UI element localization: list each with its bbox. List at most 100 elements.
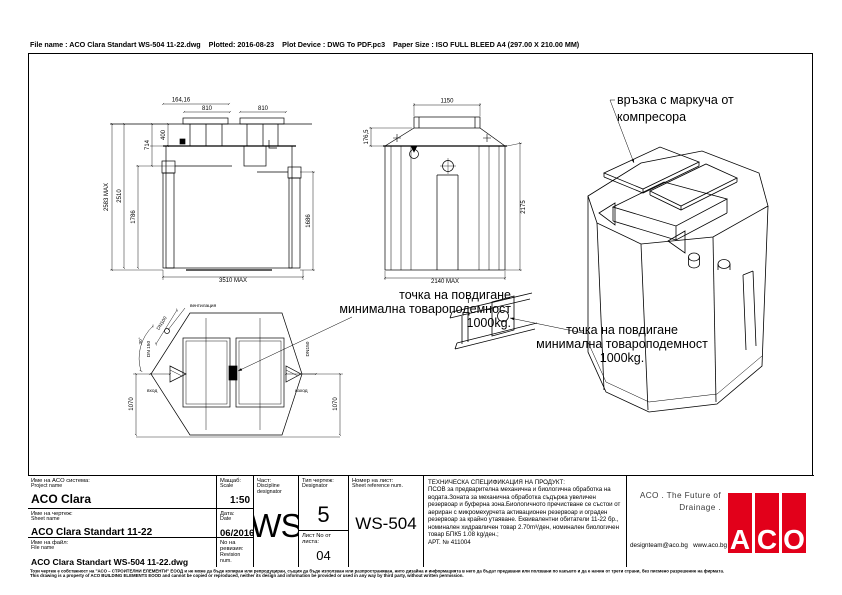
discipline-label-bg: Част: — [257, 478, 272, 484]
dim-riser: 400 — [161, 129, 167, 140]
aco-logo-bar — [782, 493, 806, 553]
revision-label-en: Revision num. — [220, 551, 241, 564]
type-cell: Тип чертеж: Designator 5 — [298, 475, 348, 530]
lift-right-line3: 1000kg. — [600, 351, 644, 365]
file-label-bg: Име на файл: — [31, 540, 69, 546]
isometric-view: връзка с маркуча от компресора — [587, 93, 769, 413]
lift-right-leader-line — [509, 317, 589, 335]
sheet-no-value: 04 — [316, 547, 331, 563]
scale-value: 1:50 — [229, 495, 250, 507]
lift-plate — [491, 295, 515, 337]
front-view: 2583 MAX 2510 1786 714 400 1686 3510 MAX… — [104, 98, 315, 284]
plan-dim-right: 1070 — [333, 397, 339, 411]
compressor-leader-line — [609, 99, 635, 164]
inlet-dn150-label: DN 150 — [146, 341, 152, 358]
lift-hole — [497, 310, 509, 322]
scale-cell: Мащаб: Scale 1:50 — [216, 475, 253, 508]
spec-title: ТЕХНИЧЕСКА СПЕЦИФИКАЦИЯ НА ПРОДУКТ: — [428, 479, 565, 486]
disclaimer-line-bg: Този чертеж е собственост на "АСО – СТРО… — [30, 569, 725, 574]
front-tank-body — [165, 145, 293, 269]
front-outlet-pipe — [288, 177, 301, 269]
date-label-en: Date — [220, 516, 232, 523]
lift-right-annotation: точка на повдигане минимална товароподем… — [536, 323, 708, 365]
sheet-no-label: Лист No от листа: — [302, 533, 331, 546]
side-view: 1150 176,5 2175 2140 MAX — [364, 99, 527, 286]
dim-length-max: 3510 MAX — [219, 278, 247, 284]
sheet-value: ACO Clara Standart 11-22 — [31, 527, 153, 537]
aco-logo-letter-a: A — [730, 524, 750, 553]
project-name-cell: Име на ACO система: Project name ACO Cla… — [28, 475, 216, 508]
disclaimer: Този чертеж е собственост на "АСО – СТРО… — [30, 569, 724, 579]
plan-dim-left: 1070 — [129, 397, 135, 411]
dim-height-body: 2510 — [117, 189, 123, 203]
sheet-ref-cell: Номер на лист: Sheet reference num. WS-5… — [348, 475, 423, 567]
compressor-annotation-line2: компресора — [617, 110, 686, 124]
disclaimer-line-en: This drawing is a property of ACO BUILDI… — [30, 574, 464, 579]
plan-tank-outline — [150, 312, 303, 436]
iso-tank-body — [587, 196, 769, 413]
lift-center-line2: минимална товароподемност — [339, 302, 511, 316]
dim-cone-height: 176,5 — [364, 129, 370, 145]
angle-label: 30° — [138, 337, 144, 344]
file-value: ACO Clara Standart WS-504 11-22.dwg — [31, 557, 189, 567]
dim-total-top: 164,16 — [172, 98, 191, 104]
scale-label-bg: Мащаб: — [220, 478, 242, 484]
front-inlet-pipe — [162, 172, 175, 269]
dim-lid-width: 1150 — [441, 99, 455, 105]
front-lid-right — [239, 117, 285, 125]
lift-right-line1: точка на повдигане — [566, 323, 678, 337]
spec-body: ПСОВ за предварителна механична и биолог… — [428, 486, 621, 539]
dim-inlet-depth: 714 — [145, 139, 151, 150]
dim-outlet-height: 1686 — [306, 214, 312, 228]
iso-lid-right — [649, 163, 738, 207]
project-label-bg: Име на ACO система: — [31, 478, 90, 484]
iso-tank-rim — [587, 150, 769, 245]
revision-cell: No на ревизия: Revision num. 0 — [216, 537, 253, 567]
dim-side-height: 2175 — [521, 200, 527, 214]
sheet-label-en: Sheet name — [31, 516, 60, 523]
brand-slogan-line1: ACO . The Future of — [639, 491, 721, 500]
date-cell: Дата: Date 06/2016 — [216, 508, 253, 537]
revision-label-bg: No на ревизия: — [220, 540, 244, 553]
type-value: 5 — [317, 502, 330, 528]
side-tank-body — [384, 145, 506, 271]
lift-center-line1: точка на повдигане — [399, 288, 511, 302]
dim-lid-left: 810 — [202, 106, 213, 112]
ref-label-bg: Номер на лист: — [352, 478, 394, 484]
detail-t-label: T — [466, 296, 471, 305]
file-label-en: File name — [31, 545, 55, 552]
discipline-label-en: Discipline designator — [257, 483, 282, 496]
project-label-en: Project name — [31, 483, 63, 490]
aco-logo-bar — [728, 493, 752, 553]
dim-outlet-invert: 1786 — [131, 210, 137, 224]
plot-file-info: File name : ACO Clara Standart WS-504 11… — [30, 40, 580, 49]
dim-width-max: 2140 MAX — [431, 279, 459, 285]
compressor-annotation-line1: връзка с маркуча от — [617, 93, 734, 107]
dim-lid-right: 810 — [258, 106, 269, 112]
file-name-cell: Име на файл: File name ACO Clara Standar… — [28, 537, 216, 567]
title-block: Име на ACO система: Project name ACO Cla… — [28, 475, 814, 567]
lift-center-annotation: точка на повдигане минимална товароподем… — [339, 288, 511, 330]
outlet-label: изход — [295, 389, 308, 394]
discipline-cell: Част: Discipline designator WS — [253, 475, 298, 567]
inlet-label: вход — [147, 389, 157, 394]
dim-height-max: 2583 MAX — [104, 183, 110, 211]
ref-label-en: Sheet reference num. — [352, 483, 403, 490]
discipline-value: WS — [253, 507, 298, 544]
aco-logo-letter-o: O — [783, 524, 805, 553]
sheet-label-bg: Име на чертеж: — [31, 511, 73, 517]
outlet-dn150-label: DN150 — [305, 341, 311, 356]
lift-center-leader-line — [237, 316, 353, 372]
scale-label-en: Scale — [220, 483, 234, 490]
iso-pipe-stub — [688, 252, 700, 262]
ref-value: WS-504 — [355, 514, 417, 534]
project-value: ACO Clara — [31, 492, 92, 507]
date-label-bg: Дата: — [220, 511, 235, 517]
plan-view: вентилация DN100 DN 150 DN150 30° вход и… — [129, 304, 353, 438]
type-label-en: Designator — [302, 483, 328, 490]
lift-right-line2: минимална товароподемност — [536, 337, 708, 351]
front-lid-left — [182, 117, 229, 125]
aco-logo: A C O — [728, 493, 806, 553]
aco-logo-letter-c: C — [757, 524, 777, 553]
